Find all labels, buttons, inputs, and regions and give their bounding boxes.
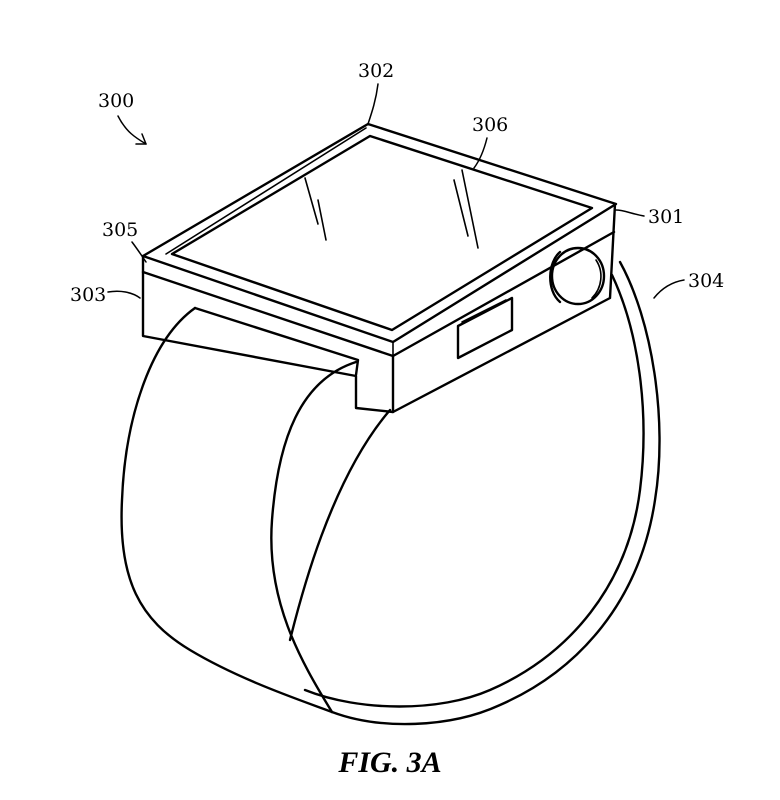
label-306: 306 xyxy=(472,114,508,136)
band-rear-lower xyxy=(288,408,392,642)
label-304: 304 xyxy=(688,270,724,292)
band-top-rim xyxy=(193,306,360,377)
leader-lines xyxy=(107,83,685,299)
bezel-outer xyxy=(141,122,618,344)
display-glare-3 xyxy=(453,179,469,237)
leader-301 xyxy=(615,209,645,217)
figure-caption: FIG. 3A xyxy=(337,746,441,779)
band-rear-outer xyxy=(330,260,661,726)
display-glare-2 xyxy=(317,199,327,241)
label-300: 300 xyxy=(98,90,134,112)
watch-body xyxy=(141,122,618,414)
digital-crown-side xyxy=(549,250,562,304)
leader-303 xyxy=(107,290,141,299)
watch-band xyxy=(120,260,661,726)
digital-crown xyxy=(550,246,606,306)
display-glare-4 xyxy=(461,169,479,249)
side-button-face xyxy=(461,299,507,323)
housing-outline xyxy=(141,202,617,414)
leader-305 xyxy=(131,241,147,263)
leader-302 xyxy=(367,83,379,125)
side-button xyxy=(456,296,514,360)
leader-300-arrow xyxy=(135,133,147,145)
leader-300 xyxy=(117,115,147,145)
display-glare-1 xyxy=(304,177,319,225)
leader-304 xyxy=(653,279,685,299)
band-rear-inner xyxy=(303,273,645,708)
label-301: 301 xyxy=(648,206,684,228)
label-302: 302 xyxy=(358,60,394,82)
leader-306 xyxy=(473,137,488,169)
display-inner-edge xyxy=(165,127,367,255)
label-305: 305 xyxy=(102,219,138,241)
band-inner-edge xyxy=(270,360,358,714)
display-screen xyxy=(170,134,594,332)
reference-labels: 300 302 306 305 303 301 304 xyxy=(70,60,724,306)
label-303: 303 xyxy=(70,284,106,306)
digital-crown-shadow xyxy=(591,259,602,299)
band-outer-edge xyxy=(120,306,334,714)
